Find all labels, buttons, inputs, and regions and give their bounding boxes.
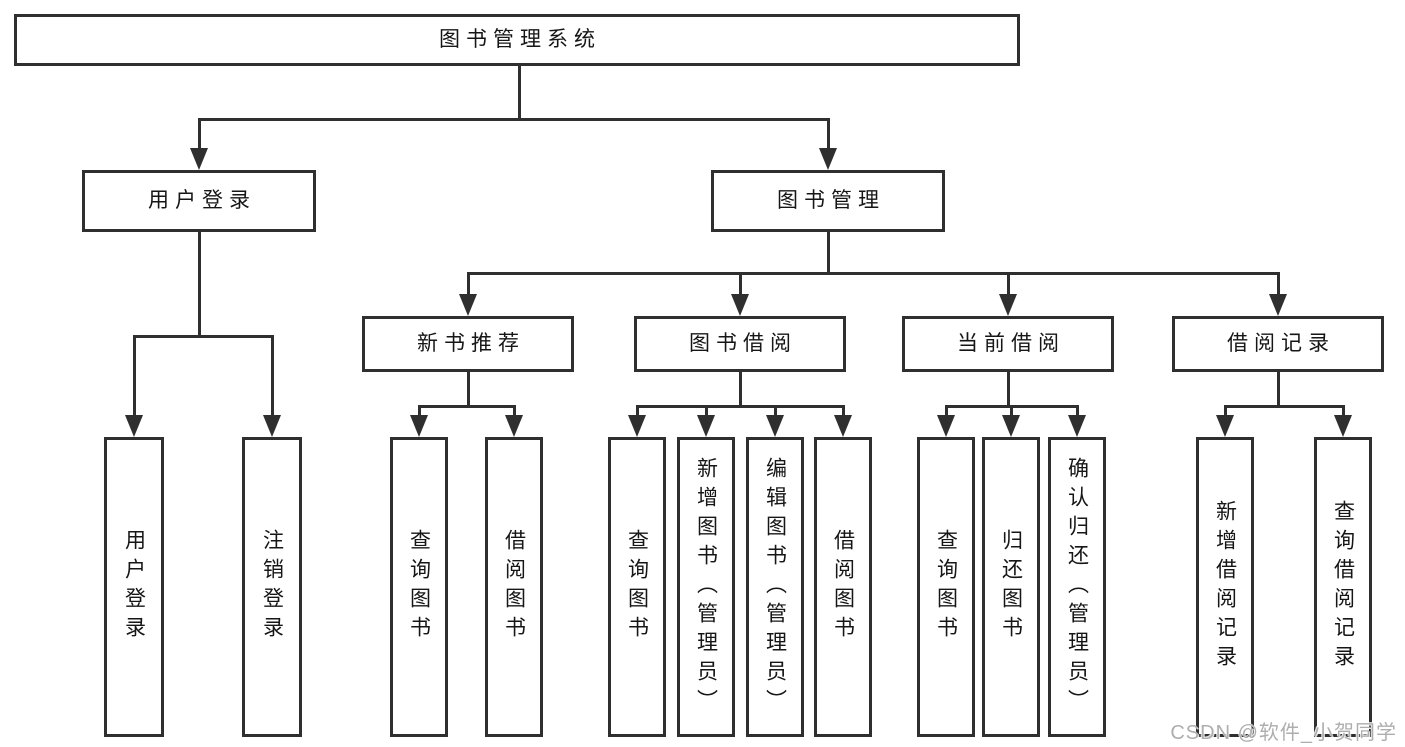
connector-segment bbox=[1006, 372, 1010, 408]
connector-segment bbox=[466, 272, 470, 300]
diagram-node-label: 新书推荐 bbox=[417, 331, 525, 355]
diagram-node-label: 查询图书 bbox=[934, 529, 958, 645]
diagram-node-v-query-book-3: 查询图书 bbox=[917, 437, 975, 737]
connector-segment bbox=[1276, 372, 1280, 408]
connector-segment bbox=[417, 405, 421, 421]
connector-segment bbox=[826, 232, 830, 275]
diagram-node-label: 当前借阅 bbox=[957, 331, 1065, 355]
diagram-node-label: 图书借阅 bbox=[689, 331, 797, 355]
connector-segment bbox=[417, 405, 516, 408]
diagram-node-v-borrow-book-2: 借阅图书 bbox=[814, 437, 872, 737]
diagram-node-v-logout: 注销登录 bbox=[242, 437, 302, 737]
arrowhead-down-icon bbox=[697, 415, 715, 437]
diagram-node-book-borrow: 图书借阅 bbox=[634, 316, 846, 372]
connector-segment bbox=[738, 272, 742, 300]
diagram-node-v-add-book: 新增图书（管理员） bbox=[677, 437, 735, 737]
connector-segment bbox=[704, 405, 708, 421]
diagram-node-label: 查询图书 bbox=[625, 529, 649, 645]
arrowhead-down-icon bbox=[505, 415, 523, 437]
diagram-node-v-user-login: 用户登录 bbox=[104, 437, 164, 737]
diagram-node-label: 注销登录 bbox=[260, 529, 284, 645]
diagram-node-label: 借阅记录 bbox=[1227, 331, 1335, 355]
diagram-node-v-return-book: 归还图书 bbox=[982, 437, 1040, 737]
diagram-node-new-book-rec: 新书推荐 bbox=[362, 316, 574, 372]
arrowhead-down-icon bbox=[410, 415, 428, 437]
connector-segment bbox=[1075, 405, 1079, 421]
connector-segment bbox=[466, 272, 1280, 275]
diagram-node-label: 确认归还（管理员） bbox=[1065, 456, 1089, 718]
connector-segment bbox=[635, 405, 639, 421]
connector-segment bbox=[197, 118, 201, 154]
diagram-node-label: 借阅图书 bbox=[502, 529, 526, 645]
diagram-node-v-confirm-return: 确认归还（管理员） bbox=[1048, 437, 1106, 737]
connector-segment bbox=[197, 118, 830, 121]
arrowhead-down-icon bbox=[125, 415, 143, 437]
connector-segment bbox=[1223, 405, 1345, 408]
diagram-node-v-edit-book: 编辑图书（管理员） bbox=[746, 437, 804, 737]
diagram-node-borrow-record: 借阅记录 bbox=[1172, 316, 1384, 372]
diagram-node-label: 查询借阅记录 bbox=[1331, 500, 1355, 674]
connector-segment bbox=[773, 405, 777, 421]
diagram-node-v-add-record: 新增借阅记录 bbox=[1196, 437, 1254, 737]
diagram-node-label: 归还图书 bbox=[999, 529, 1023, 645]
diagram-node-v-query-book-2: 查询图书 bbox=[608, 437, 666, 737]
diagram-node-label: 用户登录 bbox=[148, 188, 256, 212]
diagram-node-root: 图书管理系统 bbox=[14, 14, 1020, 66]
diagram-node-label: 查询图书 bbox=[407, 529, 431, 645]
connector-segment bbox=[512, 405, 516, 421]
diagram-node-label: 编辑图书（管理员） bbox=[763, 456, 787, 718]
connector-segment bbox=[197, 232, 201, 338]
arrowhead-down-icon bbox=[628, 415, 646, 437]
arrowhead-down-icon bbox=[937, 415, 955, 437]
connector-segment bbox=[1223, 405, 1227, 421]
arrowhead-down-icon bbox=[1068, 415, 1086, 437]
diagram-node-v-borrow-book-1: 借阅图书 bbox=[485, 437, 543, 737]
connector-segment bbox=[132, 335, 136, 421]
diagram-node-label: 借阅图书 bbox=[831, 529, 855, 645]
diagram-node-label: 图书管理 bbox=[777, 188, 885, 212]
connector-segment bbox=[270, 335, 274, 421]
arrowhead-down-icon bbox=[1334, 415, 1352, 437]
arrowhead-down-icon bbox=[766, 415, 784, 437]
arrowhead-down-icon bbox=[834, 415, 852, 437]
connector-segment bbox=[517, 66, 521, 121]
connector-segment bbox=[635, 405, 845, 408]
arrowhead-down-icon bbox=[459, 294, 477, 316]
arrowhead-down-icon bbox=[731, 294, 749, 316]
diagram-node-current-borrow: 当前借阅 bbox=[902, 316, 1114, 372]
arrowhead-down-icon bbox=[1002, 415, 1020, 437]
arrowhead-down-icon bbox=[1216, 415, 1234, 437]
connector-segment bbox=[1009, 405, 1013, 421]
connector-segment bbox=[738, 372, 742, 408]
connector-segment bbox=[1006, 272, 1010, 300]
arrowhead-down-icon bbox=[263, 415, 281, 437]
connector-segment bbox=[466, 372, 470, 408]
connector-segment bbox=[1341, 405, 1345, 421]
diagram-node-v-query-record: 查询借阅记录 bbox=[1314, 437, 1372, 737]
connector-segment bbox=[1276, 272, 1280, 300]
arrowhead-down-icon bbox=[1269, 294, 1287, 316]
diagram-node-label: 图书管理系统 bbox=[439, 27, 601, 51]
connector-segment bbox=[841, 405, 845, 421]
connector-segment bbox=[826, 118, 830, 154]
diagram-node-book-mgmt: 图书管理 bbox=[711, 170, 945, 232]
diagram-node-user-login: 用户登录 bbox=[82, 170, 316, 232]
diagram-node-label: 新增图书（管理员） bbox=[694, 456, 718, 718]
arrowhead-down-icon bbox=[819, 148, 837, 170]
diagram-node-label: 用户登录 bbox=[122, 529, 146, 645]
diagram-node-label: 新增借阅记录 bbox=[1213, 500, 1237, 674]
connector-segment bbox=[132, 335, 274, 338]
arrowhead-down-icon bbox=[999, 294, 1017, 316]
connector-segment bbox=[944, 405, 948, 421]
arrowhead-down-icon bbox=[190, 148, 208, 170]
diagram-node-v-query-book-1: 查询图书 bbox=[390, 437, 448, 737]
